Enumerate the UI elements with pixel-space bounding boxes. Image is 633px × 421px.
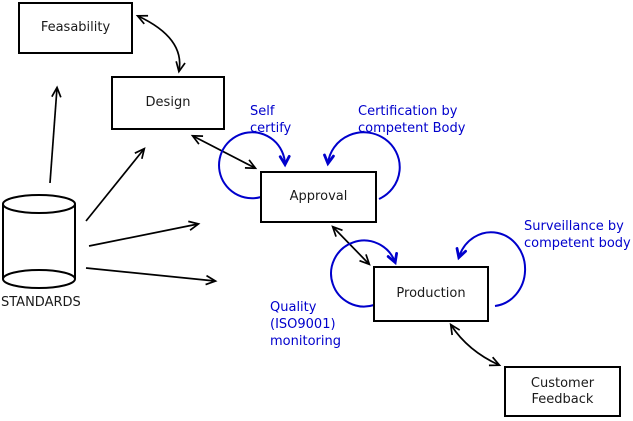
annotation-surveillance-by-competent-body: Surveillance by competent body (524, 219, 631, 251)
loop-production-surveillance (455, 231, 527, 307)
node-feasibility: Feasability (18, 2, 133, 54)
node-feasibility-label: Feasability (40, 20, 111, 35)
annotation-quality-iso9001-monitoring: Quality (ISO9001) monitoring (270, 300, 341, 349)
node-design-label: Design (145, 95, 191, 110)
node-production: Production (373, 266, 489, 322)
arrow-production-customer-feedback (449, 322, 502, 367)
node-customer-feedback-label: Customer Feedback (530, 375, 595, 407)
arrow-standards-to-feasibility (49, 85, 62, 184)
loop-approval-certification (323, 131, 401, 200)
node-customer-feedback: Customer Feedback (504, 366, 621, 417)
arrow-feasibility-design (135, 14, 186, 74)
standards-label: STANDARDS (1, 295, 81, 310)
node-approval-label: Approval (289, 189, 348, 204)
loop-approval-self-certify (218, 131, 291, 200)
arrow-design-approval (190, 134, 258, 170)
arrow-approval-production (331, 225, 371, 266)
node-production-label: Production (396, 286, 466, 301)
node-approval: Approval (260, 171, 377, 223)
arrow-standards-to-production (85, 267, 218, 286)
node-design: Design (111, 76, 225, 130)
annotation-self-certify: Self certify (250, 104, 292, 136)
loop-production-quality (330, 239, 398, 308)
arrow-standards-to-approval (88, 220, 201, 247)
annotation-certification-by-competent-body: Certification by competent Body (358, 104, 466, 136)
arrow-standards-to-design (85, 147, 146, 222)
standards-cylinder-shape (2, 194, 76, 289)
